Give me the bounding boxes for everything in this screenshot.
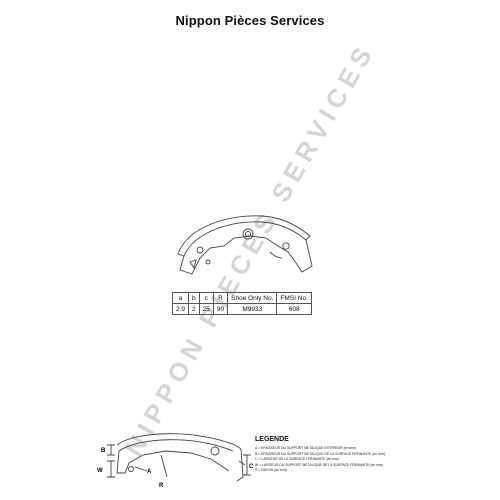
label-w: W [97,468,103,474]
col-fmsi-header: FMSI No. [276,292,312,304]
col-a-header: a [171,292,190,304]
label-a: A [147,469,152,475]
legend-line: C = LARGEUR DE LA SURFACE FREINANTE (en … [255,457,339,462]
col-r-header: R [212,292,229,304]
brake-shoe-drawing [177,215,313,275]
cell-shoe-only: M9933 [227,303,278,315]
cell-b: 2 [188,303,200,315]
cell-a: 2.9 [171,303,190,315]
legend-line: W = LARGEUR DU SUPPORT METALIQUE DE LA S… [255,462,384,467]
label-c: C [249,464,254,470]
cell-r: 90 [212,303,229,315]
legend-title: LEGENDE [255,436,289,443]
spec-table-header-row: a b c R Shoe Only No. FMSI No. [171,292,312,304]
col-c-header: c [198,292,214,304]
label-r: R [159,483,164,489]
col-b-header: b [188,292,200,304]
page-title: Nippon Pièces Services [175,13,325,28]
legend-line: R = RAYON (en mm) [255,468,287,473]
dimension-diagram: B W A R C [97,433,254,489]
spec-table-row: 2.9 2 25 90 M9933 608 [171,303,312,315]
col-shoe-only-header: Shoe Only No. [227,292,278,304]
spec-table: a b c R Shoe Only No. FMSI No. 2.9 2 25 … [171,292,312,315]
legend-line: A = EPAISSEUR DU SUPPORT METALIQUE INTER… [255,446,357,450]
legend: LEGENDE A = EPAISSEUR DU SUPPORT METALIQ… [255,436,455,474]
legend-line: B = EPAISSEUR DU SUPPORT METALIQUE DE LA… [255,451,385,456]
label-b: B [101,448,106,454]
cell-fmsi: 608 [276,303,312,315]
cell-c: 25 [198,303,214,315]
